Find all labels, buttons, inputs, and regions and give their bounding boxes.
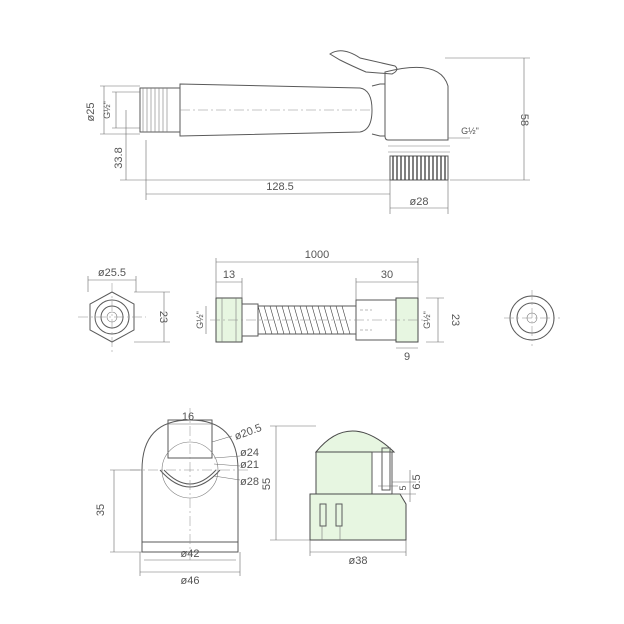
dim-30-label: 30 bbox=[381, 269, 393, 281]
dim-33-8-label: 33.8 bbox=[113, 147, 125, 168]
dim-d28-label: ø28 bbox=[410, 196, 429, 208]
neck bbox=[371, 83, 386, 137]
dim-13-label: 13 bbox=[223, 269, 235, 281]
dim-d46-label: ø46 bbox=[181, 575, 200, 587]
nozzle-ring bbox=[389, 155, 449, 181]
dim-128-5-label: 128.5 bbox=[266, 181, 294, 193]
hose-views: ø25.5 23 1000 13 30 G½" G½" 23 bbox=[78, 249, 560, 363]
dim-thread-right-label: G½" bbox=[461, 126, 479, 136]
dim-58-label: 58 bbox=[518, 114, 530, 126]
trigger-lever bbox=[329, 50, 398, 75]
dim-d25-5-label: ø25.5 bbox=[98, 267, 126, 279]
handle-body bbox=[179, 83, 373, 137]
holder-upper-body bbox=[315, 451, 373, 495]
dim-23-right-label: 23 bbox=[449, 314, 461, 326]
shower-side-view: ø25 G½" 33.8 128.5 58 G½" ø28 bbox=[85, 50, 530, 214]
dim-d42-label: ø42 bbox=[181, 548, 200, 560]
dim-6-5-label: 6.5 bbox=[411, 474, 423, 489]
dim-9-label: 9 bbox=[404, 351, 410, 363]
nozzle-thread bbox=[392, 156, 446, 180]
dim-55-label: 55 bbox=[261, 478, 273, 490]
dim-d28-holder-label: ø28 bbox=[240, 476, 259, 488]
dim-d24-label: ø24 bbox=[240, 447, 259, 459]
holder-base-section bbox=[309, 493, 407, 541]
dim-d21-label: ø21 bbox=[240, 459, 259, 471]
stem-thread-lines bbox=[142, 88, 168, 132]
dim-hose-thread-left-label: G½" bbox=[195, 311, 205, 329]
threaded-stem bbox=[139, 87, 181, 133]
dim-23-left-label: 23 bbox=[157, 311, 169, 323]
dim-d38-label: ø38 bbox=[349, 555, 368, 567]
dim-1000-label: 1000 bbox=[305, 249, 329, 261]
dim-5-label: 5 bbox=[398, 485, 408, 490]
dim-16-label: 16 bbox=[182, 411, 194, 423]
holder-front-view: 16 ø20.5 ø24 ø21 ø28 35 ø42 ø46 bbox=[95, 408, 263, 587]
dim-thread-left-label: G½" bbox=[102, 101, 112, 119]
round-end-view bbox=[504, 290, 560, 346]
dim-d25-label: ø25 bbox=[85, 103, 97, 122]
dim-35-label: 35 bbox=[95, 504, 107, 516]
holder-side-view: 55 6.5 5 ø38 bbox=[261, 425, 423, 567]
hex-nut-end-view bbox=[78, 283, 146, 352]
spray-head bbox=[384, 66, 449, 141]
dim-d20-5-label: ø20.5 bbox=[233, 422, 264, 443]
dim-hose-thread-right-label: G½" bbox=[422, 311, 432, 329]
holder-dome bbox=[314, 430, 396, 453]
